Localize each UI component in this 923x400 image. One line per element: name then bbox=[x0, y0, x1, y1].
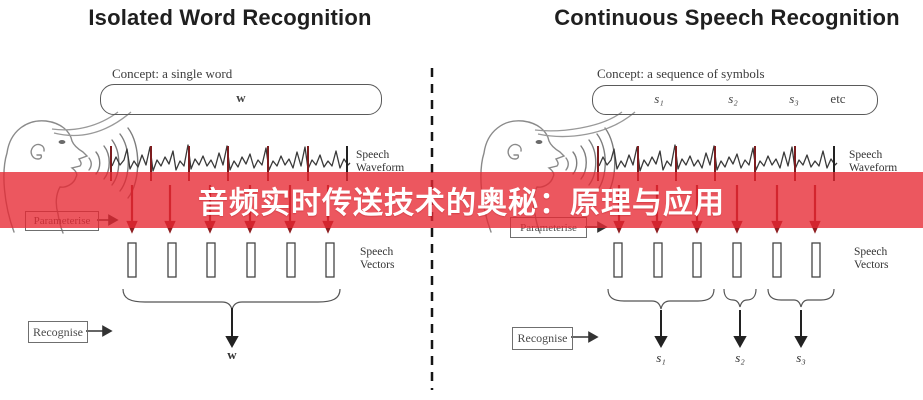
right-recognise-box: Recognise bbox=[512, 327, 573, 350]
bubble-symbol-s1: s₁ bbox=[654, 91, 664, 106]
right-vectors-label-line1: Speech bbox=[854, 246, 888, 258]
left-panel-title: Isolated Word Recognition bbox=[88, 5, 372, 30]
left-waveform-label-line1: Speech bbox=[356, 149, 390, 161]
bubble-symbol-s3: s₃ bbox=[789, 91, 799, 106]
right-braces bbox=[607, 288, 835, 310]
headline-banner-text: 音频实时传送技术的奥秘：原理与应用 bbox=[198, 187, 725, 220]
right-waveform-label: Speech Waveform bbox=[849, 149, 897, 175]
left-speech-vectors bbox=[127, 242, 335, 278]
left-recognise-arrow bbox=[86, 325, 113, 337]
right-vectors-label-line2: Vectors bbox=[854, 259, 889, 271]
right-recognise-arrow bbox=[571, 331, 599, 343]
right-speech-vectors bbox=[613, 242, 821, 278]
left-concept-bubble: w bbox=[100, 84, 382, 115]
bubble-symbol-s2: s₂ bbox=[728, 91, 738, 106]
left-waveform-label-line2: Waveform bbox=[356, 162, 405, 174]
right-waveform-label-line2: Waveform bbox=[849, 162, 898, 174]
right-concept-label: Concept: a sequence of symbols bbox=[597, 66, 765, 81]
left-recognise-output-arrow bbox=[225, 308, 239, 349]
right-bubble-tail bbox=[534, 111, 636, 138]
headline-banner: 音频实时传送技术的奥秘：原理与应用 bbox=[0, 172, 923, 228]
right-recognise-output-arrows bbox=[654, 310, 808, 349]
bubble-word-w: w bbox=[236, 90, 246, 105]
left-recognise-box: Recognise bbox=[28, 321, 88, 343]
left-output-word: w bbox=[227, 347, 237, 362]
right-output-s3: s₃ bbox=[796, 350, 806, 365]
left-brace bbox=[122, 288, 341, 311]
right-concept-bubble: s₁ s₂ s₃ etc bbox=[592, 85, 878, 115]
left-concept-label: Concept: a single word bbox=[112, 66, 233, 81]
right-output-s1: s₁ bbox=[656, 350, 666, 365]
right-panel-title: Continuous Speech Recognition bbox=[554, 5, 900, 30]
bubble-symbol-etc: etc bbox=[830, 91, 846, 106]
left-vectors-label-line1: Speech bbox=[360, 246, 394, 258]
right-waveform-label-line1: Speech bbox=[849, 149, 883, 161]
right-output-s2: s₂ bbox=[735, 350, 745, 365]
left-bubble-tail bbox=[51, 111, 132, 137]
left-vectors-label: Speech Vectors bbox=[360, 246, 395, 272]
left-vectors-label-line2: Vectors bbox=[360, 259, 395, 271]
right-vectors-label: Speech Vectors bbox=[854, 246, 889, 272]
left-waveform-label: Speech Waveform bbox=[356, 149, 404, 175]
